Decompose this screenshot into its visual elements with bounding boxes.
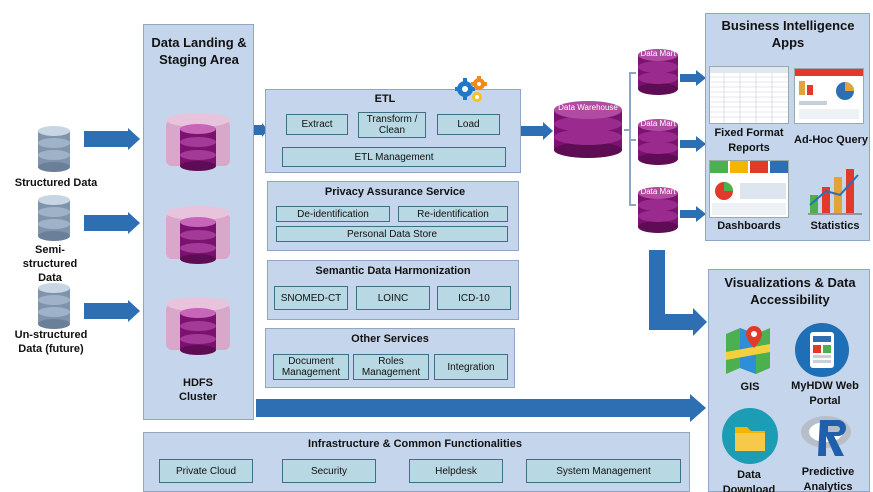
bi-title: Business Intelligence Apps xyxy=(721,18,855,50)
infrastructure-title: Infrastructure & Common Functionalities xyxy=(308,438,522,450)
data-warehouse-icon xyxy=(552,100,624,160)
etl-load-box: Load xyxy=(437,114,500,135)
predictive-analytics-label: Predictive Analytics xyxy=(801,466,855,492)
semi-structured-arrow-icon xyxy=(84,212,140,234)
unstructured-arrow-icon xyxy=(84,300,140,322)
warehouse-to-marts-connector xyxy=(624,72,636,206)
etl-management-box: ETL Management xyxy=(282,147,506,167)
semi-structured-data-label: Semi-structured Data xyxy=(22,244,78,284)
dashboards-thumbnail xyxy=(709,160,789,218)
statistics-label: Statistics xyxy=(810,220,860,232)
structured-arrow-icon xyxy=(84,128,140,150)
mart-to-bi-arrow-icon xyxy=(680,70,706,86)
unstructured-data-label: Un-structured Data (future) xyxy=(14,329,88,355)
roles-management-box: Roles Management xyxy=(353,354,429,380)
gis-map-icon xyxy=(724,322,772,374)
cluster-to-viz-arrow-icon xyxy=(256,394,706,422)
adhoc-query-thumbnail xyxy=(794,68,864,124)
gears-icon xyxy=(455,75,489,105)
mart-to-bi-arrow-icon xyxy=(680,206,706,222)
data-mart-label: Data Mart xyxy=(640,119,676,128)
private-cloud-box: Private Cloud xyxy=(159,459,253,483)
data-mart-icon xyxy=(636,186,680,234)
mart-to-bi-arrow-icon xyxy=(680,136,706,152)
hdfs-node-icon xyxy=(160,205,236,267)
icd10-box: ICD-10 xyxy=(437,286,511,310)
etl-extract-box: Extract xyxy=(286,114,348,135)
system-management-box: System Management xyxy=(526,459,681,483)
reidentification-box: Re-identification xyxy=(398,206,508,222)
snomed-box: SNOMED-CT xyxy=(274,286,348,310)
loinc-box: LOINC xyxy=(356,286,430,310)
mart-to-viz-arrow-icon xyxy=(649,250,707,336)
document-management-box: Document Management xyxy=(273,354,349,380)
structured-db-icon xyxy=(36,125,72,173)
statistics-chart-icon xyxy=(806,165,864,217)
privacy-title: Privacy Assurance Service xyxy=(324,186,466,198)
semantic-title: Semantic Data Harmonization xyxy=(315,265,471,277)
data-mart-label: Data Mart xyxy=(640,49,676,58)
fixed-report-thumbnail xyxy=(709,66,789,124)
data-download-label: Data Download xyxy=(722,469,776,492)
r-language-icon xyxy=(800,412,856,460)
hdfs-cluster-label: HDFS Cluster xyxy=(179,377,217,403)
etl-title: ETL xyxy=(374,93,396,105)
data-mart-icon xyxy=(636,118,680,166)
personal-data-store-box: Personal Data Store xyxy=(276,226,508,242)
dashboards-label: Dashboards xyxy=(717,220,781,232)
structured-data-label: Structured Data xyxy=(14,177,98,189)
semi-structured-db-icon xyxy=(36,194,72,242)
data-mart-label: Data Mart xyxy=(640,187,676,196)
other-services-title: Other Services xyxy=(351,333,429,345)
unstructured-db-icon xyxy=(36,282,72,330)
gis-label: GIS xyxy=(740,381,760,393)
integration-box: Integration xyxy=(434,354,508,380)
viz-title: Visualizations & Data Accessibility xyxy=(724,275,856,307)
landing-staging-title: Data Landing & Staging Area xyxy=(151,35,247,67)
security-box: Security xyxy=(282,459,376,483)
etl-to-warehouse-arrow-icon xyxy=(521,122,553,140)
data-download-icon xyxy=(721,407,779,465)
helpdesk-box: Helpdesk xyxy=(409,459,503,483)
adhoc-query-label: Ad-Hoc Query xyxy=(794,134,868,146)
hdfs-node-icon xyxy=(160,296,236,358)
fixed-format-reports-label: Fixed Format Reports xyxy=(714,127,784,154)
etl-transform-box: Transform / Clean xyxy=(358,112,426,138)
hdfs-node-icon xyxy=(160,112,236,174)
web-portal-label: MyHDW Web Portal xyxy=(791,380,859,407)
deidentification-box: De-identification xyxy=(276,206,390,222)
web-portal-icon xyxy=(794,322,850,378)
data-mart-icon xyxy=(636,48,680,96)
landing-to-etl-arrow-icon xyxy=(254,123,268,137)
data-warehouse-label: Data Warehouse xyxy=(558,103,618,112)
